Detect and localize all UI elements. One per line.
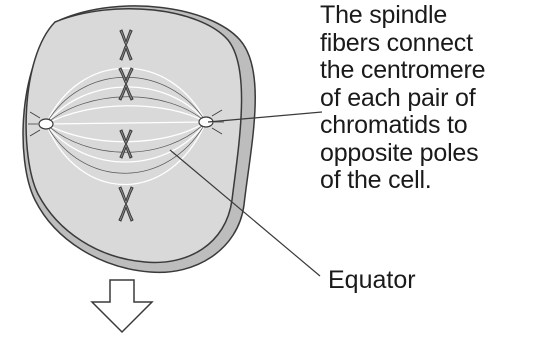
caption-line: fibers connect: [320, 30, 485, 58]
spindle-caption: The spindle fibers connect the centromer…: [320, 2, 485, 195]
caption-line: opposite poles: [320, 140, 485, 168]
caption-line: The spindle: [320, 2, 485, 30]
down-arrow-icon: [92, 280, 152, 332]
caption-line: of the cell.: [320, 167, 485, 195]
caption-line: chromatids to: [320, 112, 485, 140]
caption-line: of each pair of: [320, 85, 485, 113]
caption-line: the centromere: [320, 57, 485, 85]
equator-label: Equator: [328, 266, 416, 295]
